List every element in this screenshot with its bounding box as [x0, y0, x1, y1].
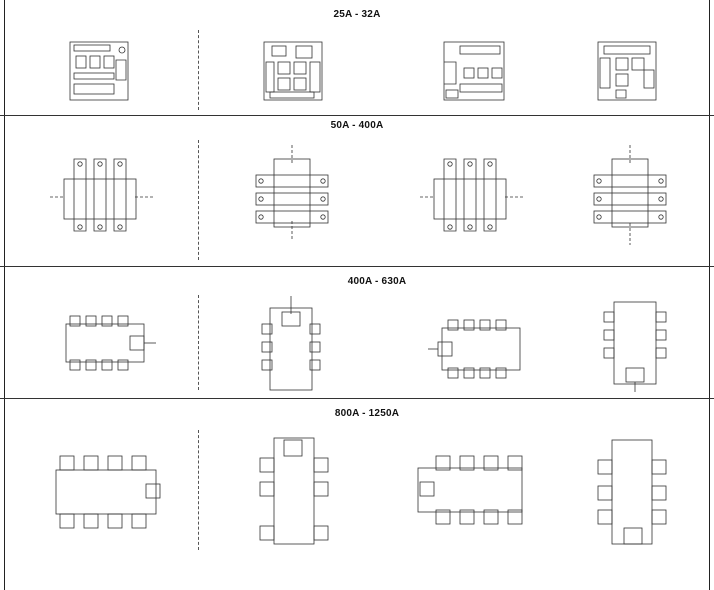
switch-50a-rear-view	[590, 145, 670, 245]
view-separator	[198, 140, 199, 260]
switch-400a-rear-view	[600, 298, 670, 394]
view-separator	[198, 430, 199, 550]
switch-50a-front-view	[50, 155, 155, 237]
section-divider	[0, 398, 714, 399]
switch-400a-left-view	[258, 296, 324, 392]
switch-25a-left-view	[262, 40, 324, 102]
section-title-400a-630a: 400A - 630A	[345, 276, 409, 287]
switch-800a-left-view	[256, 434, 332, 548]
view-separator	[198, 30, 199, 110]
section-title-800a-1250a: 800A - 1250A	[332, 408, 402, 419]
switch-25a-front-view	[68, 40, 132, 102]
switch-800a-right-view	[414, 452, 530, 528]
switch-800a-front-view	[50, 452, 166, 532]
switch-25a-right-view	[442, 40, 506, 102]
switch-50a-right-view	[420, 155, 525, 237]
switch-800a-rear-view	[594, 436, 670, 550]
switch-25a-rear-view	[596, 40, 658, 102]
sheet-right-border	[709, 0, 710, 590]
section-title-50a-400a: 50A - 400A	[328, 120, 386, 131]
sheet-left-border	[4, 0, 5, 590]
view-separator	[198, 295, 199, 390]
section-title-25a-32a: 25A - 32A	[331, 9, 383, 20]
switch-400a-front-view	[60, 312, 160, 374]
section-divider	[0, 115, 714, 116]
section-divider	[0, 266, 714, 267]
switch-400a-right-view	[428, 316, 524, 382]
switch-50a-left-view	[252, 145, 332, 241]
